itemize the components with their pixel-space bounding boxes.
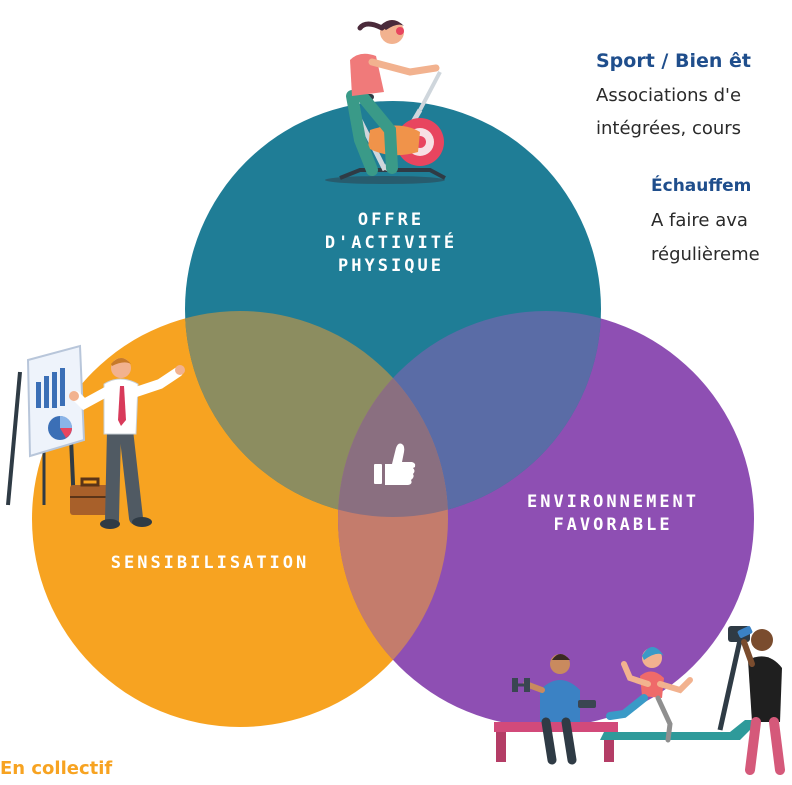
collective-title: En collectif [0,758,113,779]
warmup-title: Échauffem [651,176,752,196]
sport-text-line-2: intégrées, cours [596,118,742,139]
sport-title: Sport / Bien êt [596,50,751,72]
sport-text-line-1: Associations d'e [596,85,742,106]
warmup-text-line-2: régulièreme [651,244,760,265]
overlap-top-left [185,311,448,517]
thumbs-up-icon [374,443,416,485]
overlap-top-right [338,311,601,517]
gym-people-illustration [494,626,785,775]
circle-label-sensibilisation: SENSIBILISATION [110,553,310,573]
presenter-illustration [6,344,185,529]
warmup-text-line-1: A faire ava [651,210,748,231]
cyclist-illustration [325,20,446,184]
